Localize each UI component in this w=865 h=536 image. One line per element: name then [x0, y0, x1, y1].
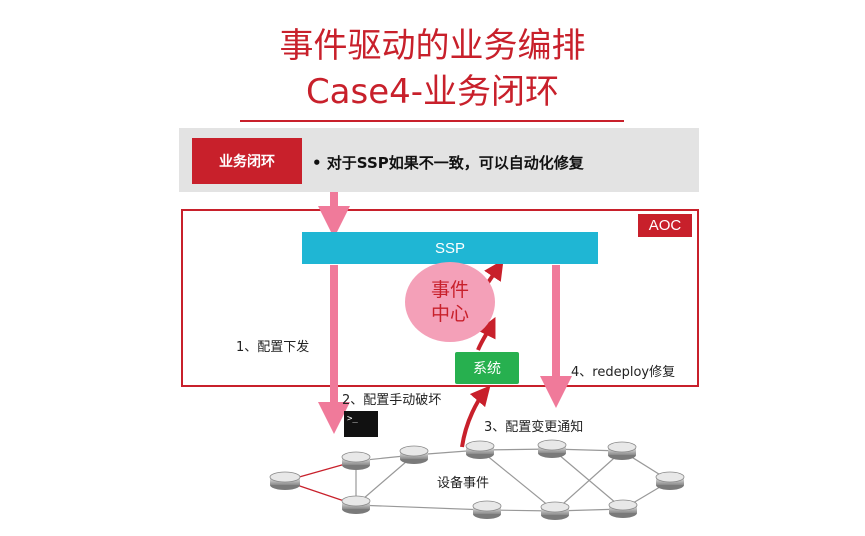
router-icon [540, 501, 570, 520]
link [355, 454, 415, 506]
banner-text: • 对于SSP如果不一致，可以自动化修复 [312, 154, 584, 172]
step-1-label: 1、配置下发 [236, 340, 310, 355]
link [551, 448, 624, 510]
network-routers [269, 439, 685, 520]
device-event-label: 设备事件 [437, 476, 490, 491]
link [554, 450, 623, 512]
event-center-line-1: 事件 [430, 279, 469, 301]
system-box: 系统 [455, 352, 519, 384]
router-icon [269, 471, 301, 490]
title-underline [240, 120, 624, 122]
step-2-label: 2、配置手动破坏 [342, 393, 442, 408]
router-icon [341, 495, 371, 514]
router-icon [472, 500, 502, 519]
event-center: 事件 中心 [405, 262, 495, 342]
title-line-1: 事件驱动的业务编排 [279, 26, 586, 66]
aoc-tag: AOC [638, 214, 692, 237]
router-icon [465, 440, 495, 459]
arrow-network-to-system [460, 385, 491, 448]
banner-tag: 业务闭环 [192, 138, 302, 184]
router-icon [608, 499, 638, 518]
router-icon [607, 441, 637, 460]
router-icon [399, 445, 429, 464]
title-line-2: Case4-业务闭环 [305, 72, 560, 112]
router-icon [655, 471, 685, 490]
link [479, 449, 556, 512]
terminal-icon: >_ [344, 411, 378, 437]
step-4-label: 4、redeploy修复 [571, 365, 676, 380]
aoc-frame [181, 209, 699, 387]
router-icon [537, 439, 567, 458]
event-center-line-2: 中心 [430, 303, 469, 325]
step-3-label: 3、配置变更通知 [484, 420, 584, 435]
router-icon [341, 451, 371, 470]
arrow-system-to-event-center [476, 317, 496, 351]
link [355, 504, 488, 511]
ssp-bar: SSP [302, 232, 598, 264]
